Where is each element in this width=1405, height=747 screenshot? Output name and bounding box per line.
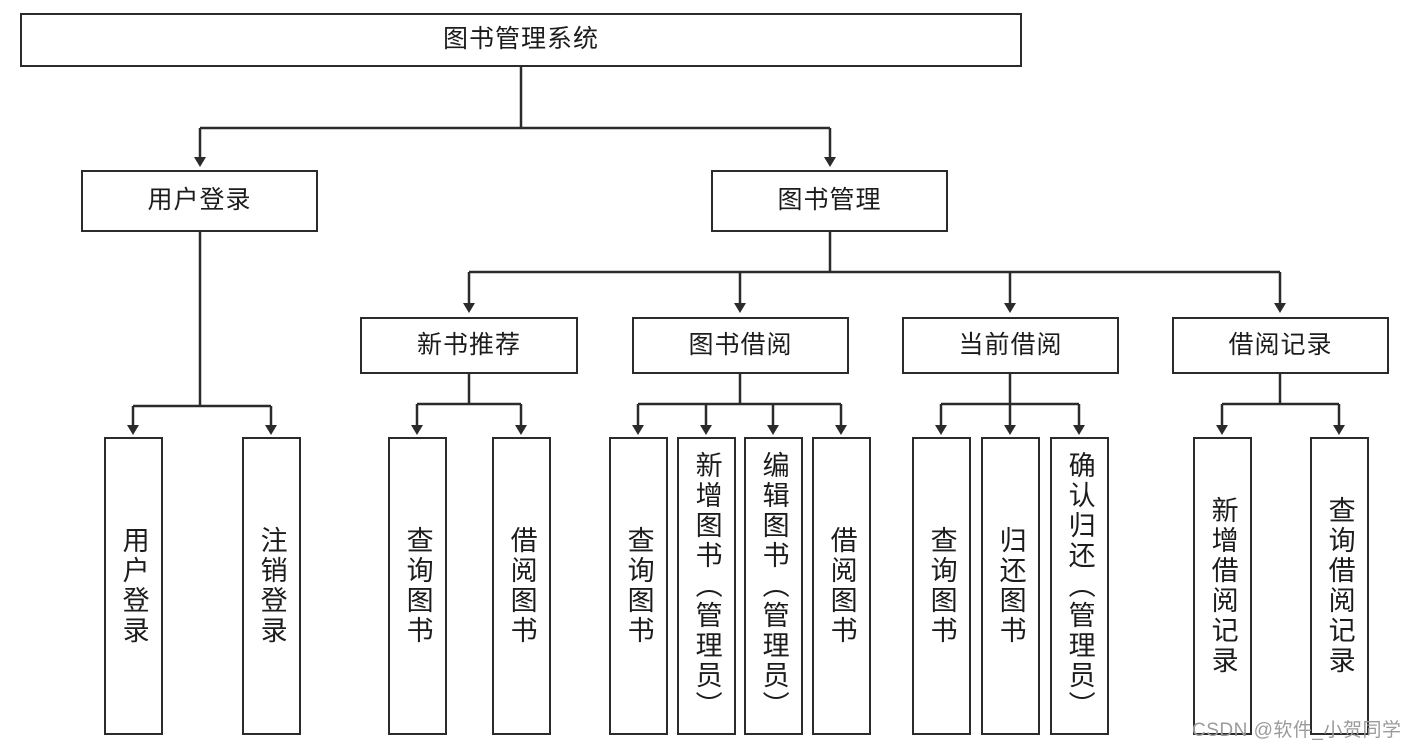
node-new-book-recommend[interactable]: 新书推荐 — [360, 317, 578, 374]
leaf-query-borrow-record[interactable]: 查询借阅记录 — [1310, 437, 1369, 735]
node-book-borrow[interactable]: 图书借阅 — [632, 317, 849, 374]
node-label: 图书借阅 — [688, 330, 793, 359]
leaf-confirm-return-admin[interactable]: 确认归还（管理员） — [1050, 437, 1109, 735]
node-root-book-management-system[interactable]: 图书管理系统 — [20, 13, 1022, 67]
node-label: 借阅记录 — [1228, 330, 1333, 359]
leaf-query-book-recommend[interactable]: 查询图书 — [388, 437, 447, 735]
node-current-borrow[interactable]: 当前借阅 — [902, 317, 1119, 374]
node-label: 借阅图书 — [506, 526, 537, 646]
node-label: 归还图书 — [995, 526, 1026, 646]
node-label: 新增借阅记录 — [1207, 496, 1238, 676]
node-label: 确认归还（管理员） — [1064, 451, 1095, 721]
leaf-add-borrow-record[interactable]: 新增借阅记录 — [1193, 437, 1252, 735]
node-label: 编辑图书（管理员） — [758, 451, 789, 721]
node-label: 新增图书（管理员） — [691, 451, 722, 721]
node-label: 当前借阅 — [958, 330, 1063, 359]
leaf-edit-book-admin[interactable]: 编辑图书（管理员） — [744, 437, 803, 735]
node-label: 借阅图书 — [826, 526, 857, 646]
leaf-query-book-borrow[interactable]: 查询图书 — [609, 437, 668, 735]
leaf-borrow-book-recommend[interactable]: 借阅图书 — [492, 437, 551, 735]
leaf-return-book[interactable]: 归还图书 — [981, 437, 1040, 735]
node-label: 注销登录 — [256, 526, 287, 646]
node-label: 新书推荐 — [416, 330, 521, 359]
node-user-login[interactable]: 用户登录 — [81, 170, 318, 232]
node-label: 用户登录 — [118, 526, 149, 646]
node-label: 用户登录 — [147, 186, 252, 215]
node-borrow-record[interactable]: 借阅记录 — [1172, 317, 1389, 374]
leaf-query-book-current[interactable]: 查询图书 — [912, 437, 971, 735]
leaf-logout[interactable]: 注销登录 — [242, 437, 301, 735]
node-book-management[interactable]: 图书管理 — [711, 170, 948, 232]
node-label: 查询图书 — [402, 526, 433, 646]
leaf-user-login[interactable]: 用户登录 — [104, 437, 163, 735]
leaf-add-book-admin[interactable]: 新增图书（管理员） — [677, 437, 736, 735]
node-label: 查询图书 — [926, 526, 957, 646]
node-label: 图书管理 — [777, 186, 882, 215]
node-label: 图书管理系统 — [442, 25, 599, 54]
leaf-borrow-book[interactable]: 借阅图书 — [812, 437, 871, 735]
watermark-text: CSDN @软件_小贺同学 — [1192, 720, 1402, 741]
node-label: 查询借阅记录 — [1324, 496, 1355, 676]
node-label: 查询图书 — [623, 526, 654, 646]
